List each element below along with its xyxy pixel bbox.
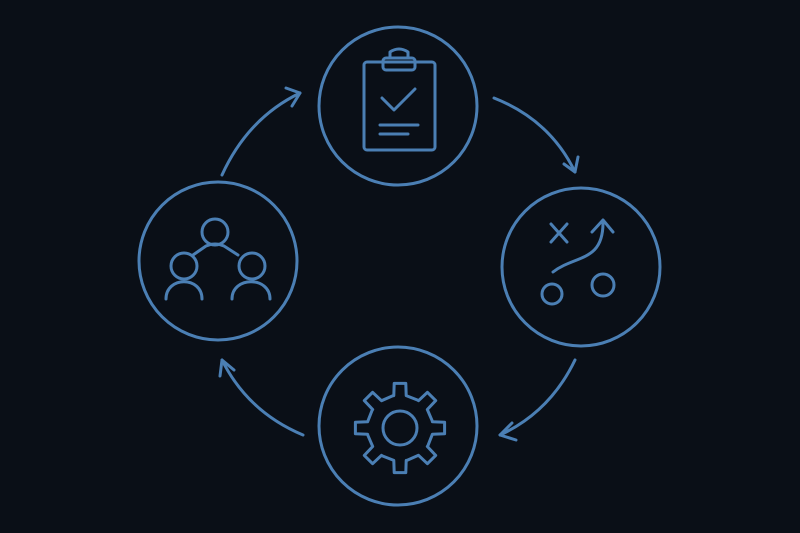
node-top-circle [317, 25, 479, 187]
node-right-circle [500, 186, 662, 348]
arrow-left-to-top [220, 86, 302, 177]
team-people-icon [164, 217, 272, 301]
arrow-bottom-to-left [218, 358, 305, 437]
node-bottom-circle [317, 345, 479, 507]
gear-icon [353, 381, 447, 475]
strategy-play-icon [540, 218, 616, 306]
arrow-top-to-right [492, 96, 580, 174]
arrow-right-to-bottom [498, 358, 577, 442]
clipboard-check-icon [362, 47, 437, 152]
node-left-circle [137, 180, 299, 342]
